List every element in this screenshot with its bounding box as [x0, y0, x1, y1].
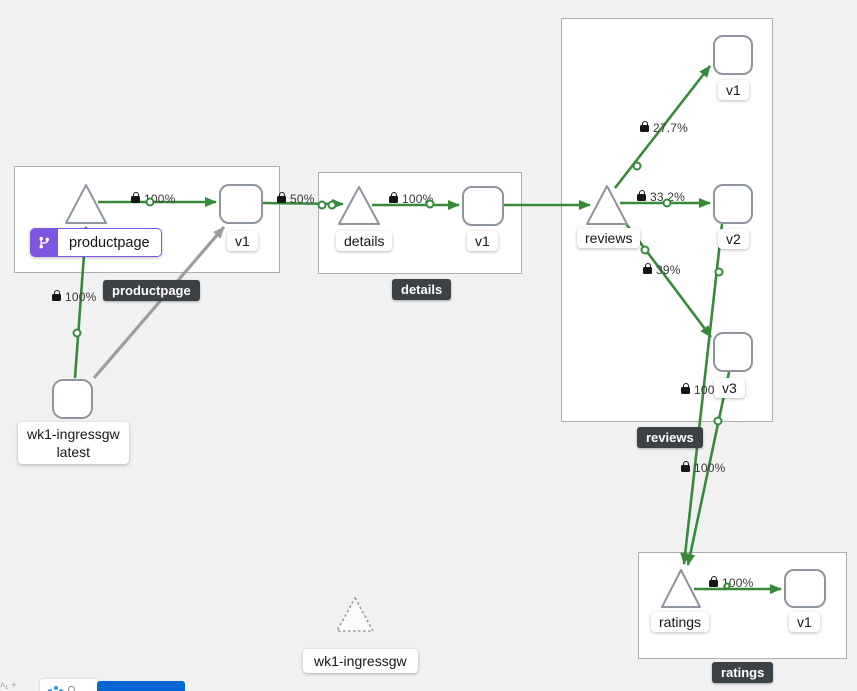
traffic-point-icon	[327, 200, 337, 210]
edge-percent: 100%	[65, 290, 97, 304]
node-label-ratings-v1[interactable]: v1	[789, 612, 820, 632]
traffic-point-icon	[145, 197, 155, 207]
node-label-details-v1[interactable]: v1	[467, 231, 498, 251]
edge-percent: 27.7%	[653, 121, 689, 135]
mtls-lock-icon	[637, 189, 646, 201]
traffic-point-icon	[317, 200, 327, 210]
edge-percent: 50%	[290, 192, 315, 206]
legend-button[interactable]	[97, 681, 185, 691]
traffic-point-icon	[72, 328, 82, 338]
node-label-ratings[interactable]: ratings	[651, 612, 710, 632]
node-label-details[interactable]: details	[336, 231, 393, 251]
node-productpage-service[interactable]	[65, 184, 107, 224]
group-badge-reviews[interactable]: reviews	[637, 427, 703, 448]
edge-label-ratings-v1[interactable]: 100%	[709, 575, 754, 590]
mtls-lock-icon	[681, 382, 690, 394]
node-details-service[interactable]	[338, 186, 380, 225]
node-reviews-v1[interactable]	[713, 35, 753, 75]
edge-label-v3-ratings[interactable]: 100%	[681, 460, 726, 475]
edge-label-reviews-v1[interactable]: 27.7%	[640, 120, 689, 135]
mtls-lock-icon	[709, 575, 718, 587]
node-reviews-service[interactable]	[586, 185, 628, 225]
edge-label-reviews-v2[interactable]: 33.2%	[637, 189, 686, 204]
mtls-lock-icon	[131, 191, 140, 203]
mtls-lock-icon	[277, 191, 286, 203]
workload-name: wk1-ingressgw	[27, 426, 120, 442]
edge-v3-to-ratings[interactable]	[685, 371, 731, 566]
node-label-text: productpage	[58, 229, 161, 256]
virtual-service-icon	[31, 229, 58, 256]
node-label-productpage-selected[interactable]: productpage	[30, 228, 162, 257]
group-badge-ratings[interactable]: ratings	[712, 662, 774, 683]
edge-percent: 39%	[656, 263, 681, 277]
traffic-point-icon	[714, 267, 724, 277]
node-label-reviews-v2[interactable]: v2	[718, 229, 749, 249]
mtls-lock-icon	[681, 460, 690, 472]
group-badge-details[interactable]: details	[392, 279, 452, 300]
group-badge-productpage[interactable]: productpage	[103, 280, 200, 301]
edge-reviews-to-v1[interactable]	[613, 65, 712, 189]
node-label-reviews[interactable]: reviews	[577, 228, 641, 248]
edge-percent: 100%	[694, 461, 726, 475]
edge-percent: 33.2%	[650, 190, 686, 204]
traffic-point-icon	[723, 582, 731, 590]
graph-display-panel[interactable]	[40, 679, 98, 691]
node-details-v1[interactable]	[462, 186, 504, 226]
edge-label-v1-details[interactable]: 50%	[277, 191, 315, 206]
node-productpage-v1[interactable]	[219, 184, 263, 224]
edge-label-reviews-v3[interactable]: 39%	[643, 262, 681, 277]
mtls-lock-icon	[640, 120, 649, 132]
node-label-productpage-v1[interactable]: v1	[227, 231, 258, 251]
node-label-reviews-v1[interactable]: v1	[718, 80, 749, 100]
workload-version: latest	[56, 444, 91, 461]
mtls-lock-icon	[643, 262, 652, 274]
edge-ingress-to-v1-idle[interactable]	[92, 225, 226, 380]
node-reviews-v3[interactable]	[713, 332, 753, 372]
traffic-point-icon	[713, 416, 723, 426]
node-label-ingress-workload[interactable]: wk1-ingressgw latest	[18, 422, 129, 465]
edge-v2-to-ratings[interactable]	[680, 223, 724, 565]
plus-icon: +	[11, 680, 17, 690]
traffic-point-icon	[662, 198, 672, 208]
node-reviews-v2[interactable]	[713, 184, 753, 224]
node-label-idle-gateway[interactable]: wk1-ingressgw	[303, 649, 418, 673]
node-ratings-v1[interactable]	[784, 569, 826, 608]
mtls-lock-icon	[52, 289, 61, 301]
traffic-point-icon	[640, 245, 650, 255]
node-ingress-workload[interactable]	[52, 379, 93, 419]
edge-label-details-v1[interactable]: 100%	[389, 191, 434, 206]
traffic-point-icon	[425, 199, 435, 209]
node-ratings-service[interactable]	[661, 569, 701, 608]
node-idle-gateway[interactable]	[336, 597, 374, 632]
graph-type-icon	[48, 685, 63, 691]
graph-zoom-controls[interactable]: ˄₁ +	[0, 681, 17, 690]
zoom-indicator-icon: ˄₁	[0, 680, 9, 690]
traffic-point-icon	[632, 161, 642, 171]
help-icon	[68, 685, 75, 691]
mtls-lock-icon	[389, 191, 398, 203]
edge-percent: 100%	[402, 192, 434, 206]
edge-label-ingress-productpage[interactable]: 100%	[52, 289, 97, 304]
node-label-reviews-v3[interactable]: v3	[714, 378, 745, 398]
